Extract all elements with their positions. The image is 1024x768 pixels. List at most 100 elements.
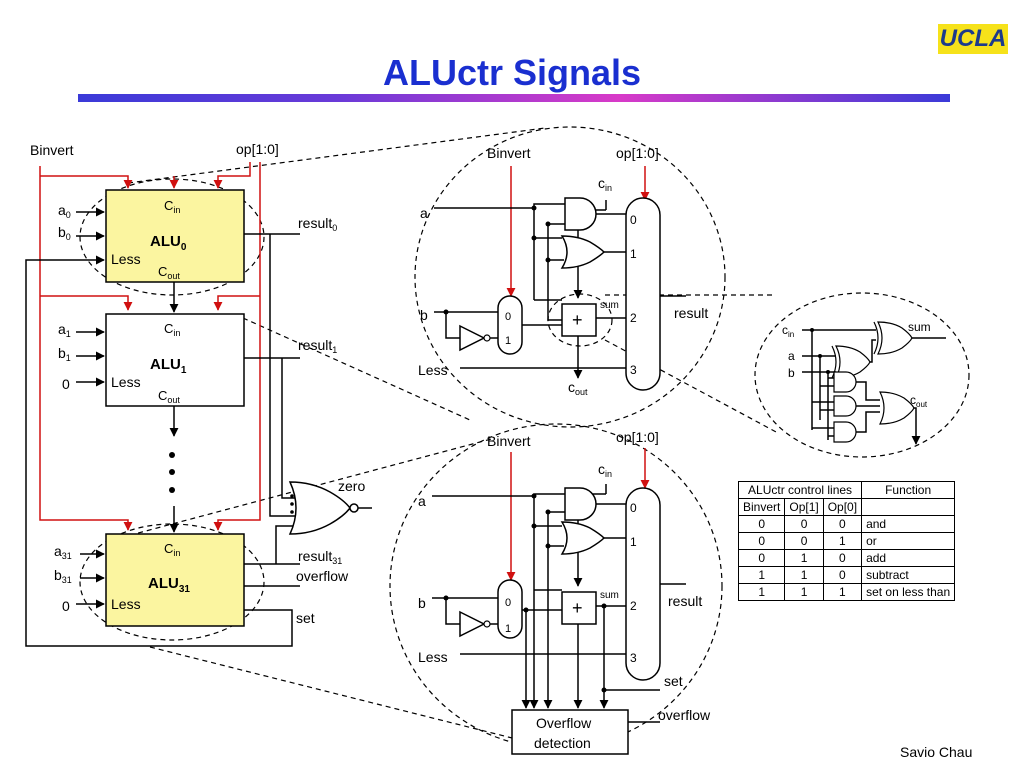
svg-text:b: b	[788, 366, 795, 380]
svg-text:cin: cin	[782, 323, 794, 339]
svg-text:Binvert: Binvert	[487, 145, 531, 161]
alu31-box	[105, 533, 245, 627]
alu0-result: result0	[298, 215, 337, 233]
svg-text:cin: cin	[598, 461, 612, 479]
alu1-less: Less	[111, 374, 141, 390]
svg-text:Less: Less	[418, 649, 448, 665]
svg-text:Overflow: Overflow	[536, 715, 592, 731]
author-credit: Savio Chau	[900, 744, 973, 760]
svg-text:Less: Less	[418, 362, 448, 378]
alu1-zero-in: 0	[62, 376, 70, 392]
alu31-highlight	[79, 523, 265, 641]
top-adder-highlight	[547, 293, 613, 347]
top-or-gate	[560, 235, 606, 269]
top-adder	[561, 303, 597, 337]
svg-text:+: +	[572, 598, 583, 618]
svg-text:op[1:0]: op[1:0]	[616, 429, 659, 445]
svg-text:sum: sum	[908, 320, 931, 334]
bottom-detail-circle	[389, 423, 723, 749]
ucla-logo: UCLA	[938, 24, 1008, 54]
svg-text:2: 2	[630, 599, 637, 613]
svg-text:b: b	[420, 307, 428, 323]
svg-text:3: 3	[630, 651, 637, 665]
alu1-box	[105, 313, 245, 407]
title-rule	[78, 94, 950, 102]
svg-text:cout: cout	[568, 379, 588, 397]
svg-text:1: 1	[630, 535, 637, 549]
alu0-less: Less	[111, 251, 141, 267]
alu1-result: result1	[298, 337, 337, 355]
overflow-detection-box	[511, 709, 629, 755]
svg-text:cin: cin	[598, 175, 612, 193]
alu0-b: b0	[58, 224, 71, 242]
svg-text:cout: cout	[910, 393, 928, 409]
svg-text:+: +	[572, 310, 583, 330]
svg-text:1: 1	[505, 623, 511, 635]
svg-text:0: 0	[505, 311, 511, 323]
svg-text:a: a	[788, 349, 795, 363]
alu31-cin: Cin	[164, 541, 180, 558]
svg-text:3: 3	[630, 363, 637, 377]
svg-text:set: set	[664, 673, 683, 689]
alu31-result: result31	[298, 548, 342, 566]
top-detail-circle	[414, 126, 726, 428]
top-result-mux	[625, 197, 661, 391]
svg-text:detection: detection	[534, 735, 591, 751]
zero-nor-gate	[288, 481, 351, 535]
set-label: set	[296, 610, 315, 626]
svg-text:a: a	[420, 205, 428, 221]
svg-text:result: result	[668, 593, 702, 609]
table-col-op0: Op[0]	[822, 498, 863, 516]
svg-text:1: 1	[505, 335, 511, 347]
svg-text:sum: sum	[600, 300, 619, 311]
svg-text:a: a	[418, 493, 426, 509]
svg-text:2: 2	[630, 311, 637, 325]
table-col-binvert: Binvert	[737, 498, 786, 516]
alu0-a: a0	[58, 202, 71, 220]
alu1-cin: Cin	[164, 321, 180, 338]
bottom-b-mux	[497, 579, 523, 639]
alu1-name: ALU1	[150, 356, 187, 376]
svg-text:0: 0	[505, 597, 511, 609]
svg-text:op[1:0]: op[1:0]	[616, 145, 659, 161]
svg-text:result: result	[674, 305, 708, 321]
svg-text:sum: sum	[600, 590, 619, 601]
alu0-highlight	[79, 178, 265, 296]
svg-text:b: b	[418, 595, 426, 611]
svg-text:0: 0	[630, 213, 637, 227]
top-and-gate	[564, 197, 597, 231]
table-header-group: ALUctr control lines	[737, 481, 863, 499]
alu1-a: a1	[58, 321, 71, 339]
svg-text:overflow: overflow	[658, 707, 711, 723]
alu31-zero-in: 0	[62, 598, 70, 614]
table-col-op1: Op[1]	[784, 498, 824, 516]
svg-text:1: 1	[630, 247, 637, 261]
slide-title: ALUctr Signals	[382, 52, 642, 93]
binvert-label: Binvert	[30, 142, 74, 158]
alu31-b: b31	[54, 567, 72, 585]
alu31-name: ALU31	[148, 575, 190, 595]
alu31-less: Less	[111, 596, 141, 612]
op-label: op[1:0]	[236, 141, 279, 157]
alu0-cout: Cout	[158, 264, 180, 281]
alu0-name: ALU0	[150, 233, 187, 253]
table-header-function: Function	[861, 481, 956, 499]
alu0-cin: Cin	[164, 198, 180, 215]
alu1-cout: Cout	[158, 388, 180, 405]
adder-detail-circle	[754, 292, 970, 458]
alu0-box	[105, 189, 245, 283]
alu1-b: b1	[58, 345, 71, 363]
bottom-adder	[561, 591, 597, 625]
svg-text:0: 0	[630, 501, 637, 515]
alu31-a: a31	[54, 543, 72, 561]
overflow-label: overflow	[296, 568, 349, 584]
svg-text:Binvert: Binvert	[487, 433, 531, 449]
zero-label: zero	[338, 478, 365, 494]
aluctr-function-table: ALUctr control lines Function Binvert Op…	[737, 481, 956, 601]
